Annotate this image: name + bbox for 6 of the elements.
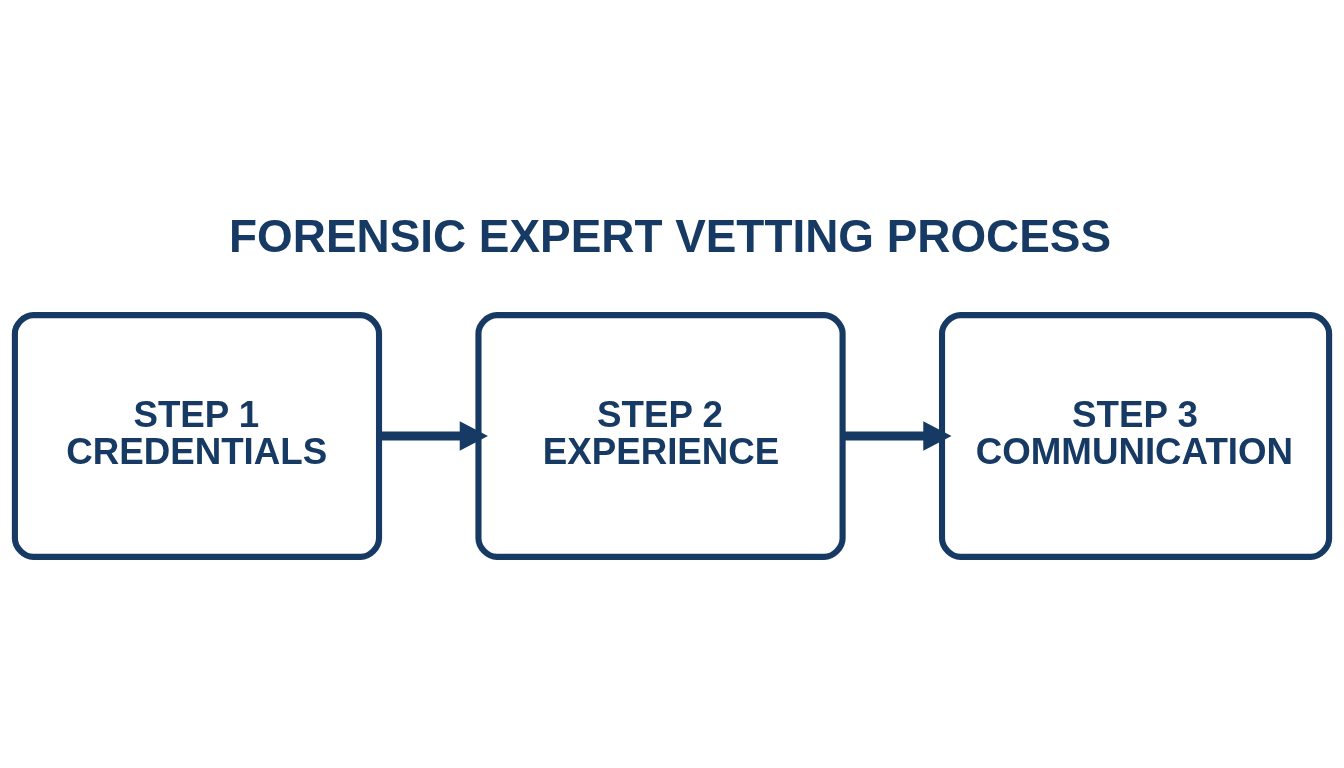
arrow: [379, 421, 488, 451]
node-box: STEP 3 COMMUNICATION: [938, 312, 1333, 560]
node-box: STEP 2 EXPERIENCE: [475, 312, 846, 560]
node-box: STEP 1 CREDENTIALS: [11, 312, 383, 560]
arrow: [843, 421, 952, 451]
diagram-title: FORENSIC EXPERT VETTING PROCESS: [229, 210, 1112, 263]
